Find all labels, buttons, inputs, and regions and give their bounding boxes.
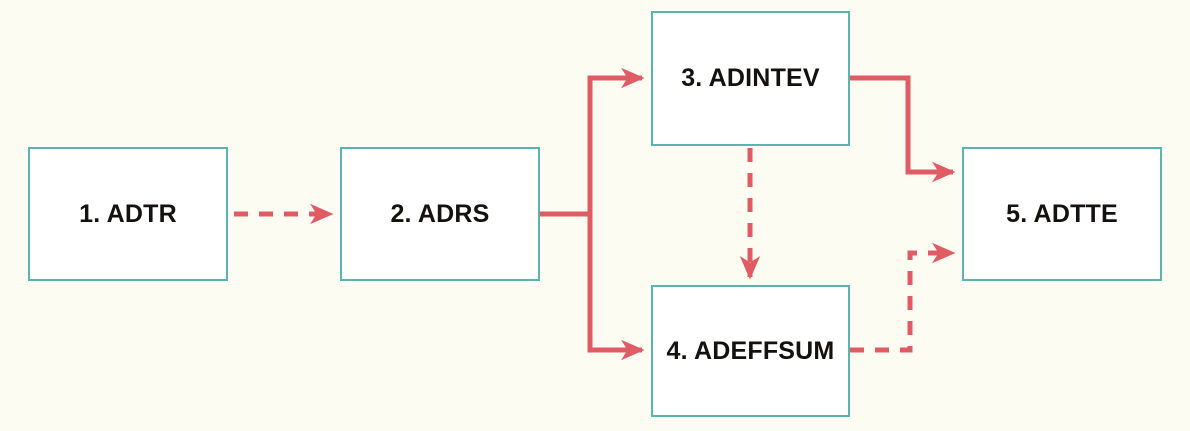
edge-adeffsum-adtte: [850, 242, 956, 353]
node-label-adintev: 3. ADINTEV: [681, 64, 820, 92]
node-adtr[interactable]: 1. ADTR: [28, 147, 228, 281]
node-label-adtr: 1. ADTR: [79, 199, 177, 228]
node-label-adtte: 5. ADTTE: [1006, 199, 1118, 228]
edge-adrs-adintev: [540, 67, 645, 217]
edge-adrs-adeffsum: [587, 214, 645, 361]
node-label-adrs: 2. ADRS: [390, 199, 490, 228]
node-adrs[interactable]: 2. ADRS: [340, 147, 540, 281]
node-label-adeffsum: 4. ADEFFSUM: [666, 336, 835, 365]
node-adintev[interactable]: 3. ADINTEV: [651, 11, 850, 146]
node-adeffsum[interactable]: 4. ADEFFSUM: [651, 285, 850, 417]
edge-adintev-adtte: [850, 75, 956, 183]
node-adtte[interactable]: 5. ADTTE: [962, 147, 1162, 281]
